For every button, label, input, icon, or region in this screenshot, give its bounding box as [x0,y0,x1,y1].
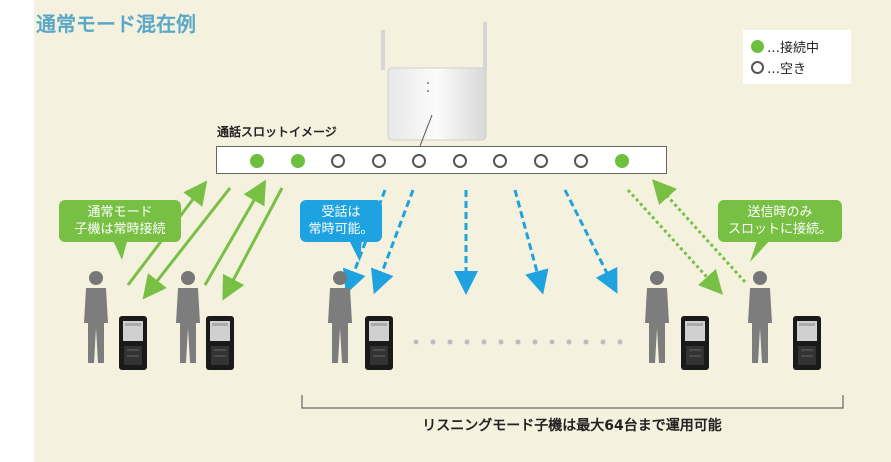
slot-free [574,154,588,168]
handset-device [205,315,235,371]
legend-connected-label: …接続中 [767,41,820,56]
ellipsis-dots [413,339,623,345]
slot-free [371,154,386,168]
slot-free [331,154,345,168]
router-body [387,67,487,141]
handset-device [364,315,394,371]
legend-connected: …接続中 [751,37,819,56]
blue-arrow [370,189,415,295]
slot-free [533,154,548,168]
page-title: 通常モード混在例 [36,12,196,36]
bubble-line: 受話は [321,205,361,220]
green-dotted-arrow [626,188,724,295]
legend-free-label: …空き [767,62,807,77]
empty-circle-icon [751,61,764,74]
green-dot-icon [751,40,764,53]
person-silhouette [645,271,669,363]
wireless-router [381,22,487,141]
blue-listening-arrows [342,189,618,295]
receive-bubble: 受話は 常時可能。 [300,200,382,242]
person-silhouette [748,271,772,363]
bubble-tail [112,238,128,260]
bubble-line: 送信時のみ [747,205,813,220]
normal-mode-bubble: 通常モード 子機は常時接続 [59,200,181,242]
slot-connected [614,154,629,168]
slot-bar [216,146,667,174]
person-silhouette [328,271,352,363]
slot-free [493,154,507,168]
slot-label: 通話スロットイメージ [217,125,337,139]
slot-connected [250,154,264,168]
blue-arrow [563,189,618,294]
bubble-line: 常時可能。 [308,222,374,237]
transmit-bubble: 送信時のみ スロットに接続。 [718,200,842,242]
legend-free: …空き [751,58,806,77]
footer-caption: リスニングモード子機は最大64台まで運用可能 [422,418,722,434]
green-arrow [142,187,232,300]
handset-device [792,315,822,371]
bubble-line: スロットに接続。 [727,222,832,237]
router-antenna-right [483,22,487,70]
green-arrow [222,187,284,301]
person-silhouette [84,271,108,363]
router-antenna-left [381,30,385,70]
handset-device [680,315,710,371]
handset-device [118,315,148,371]
bubble-tail [348,238,362,262]
slot-free [452,154,467,168]
blue-arrow [513,189,549,295]
bubble-tail [750,238,772,262]
slot-connected [290,154,305,168]
bubble-line: 通常モード [87,205,153,220]
green-arrow [203,179,267,286]
router-callout-line [419,114,433,147]
slot-free [412,154,426,168]
legend: …接続中 …空き [743,30,851,84]
listening-group-bracket [301,395,844,409]
person-silhouette [176,271,200,363]
bubble-line: 子機は常時接続 [74,222,166,237]
